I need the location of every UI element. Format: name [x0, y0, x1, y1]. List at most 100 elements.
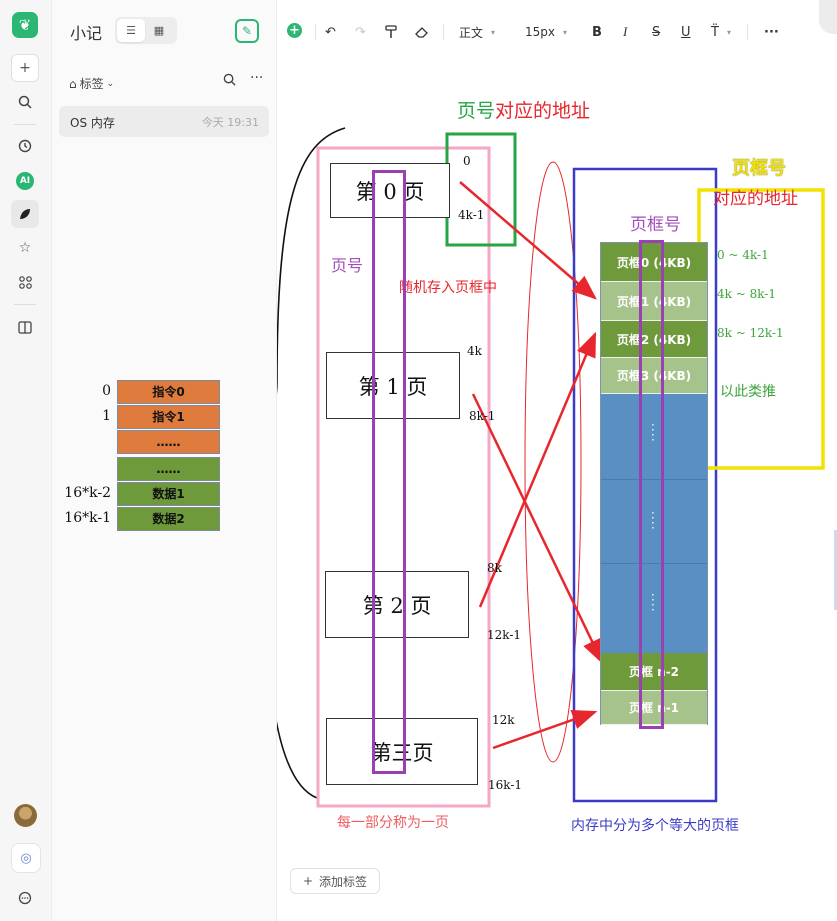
grid-view-icon[interactable]: ▦	[153, 24, 165, 37]
table-cell: ……	[117, 430, 220, 454]
chevron-down-icon: ⌄	[106, 78, 115, 89]
strikethrough-button[interactable]: S	[652, 24, 661, 40]
book-icon[interactable]	[11, 313, 39, 341]
address-label: 16k-1	[488, 778, 523, 792]
ai-icon[interactable]: AI	[11, 167, 39, 195]
random-store-label: 随机存入页框中	[399, 280, 497, 296]
font-size-select[interactable]: 15px ▾	[525, 22, 567, 42]
rail-divider	[14, 304, 36, 305]
add-tag-button[interactable]: + 添加标签	[290, 868, 380, 894]
address-label: 12k-1	[487, 628, 522, 642]
page-box: 第 1 页	[326, 352, 460, 419]
row-label: 16*k-2	[64, 485, 111, 501]
eraser-icon[interactable]	[415, 22, 429, 42]
font-size-value: 15px	[525, 25, 555, 39]
address-label: 4k	[467, 344, 482, 358]
frame-address-heading: 对应的地址	[713, 189, 798, 209]
bold-button[interactable]: B	[592, 24, 602, 40]
ellipsis-icon: ····	[651, 418, 655, 447]
chevron-down-icon: ▾	[563, 27, 568, 37]
app-logo-icon[interactable]: ❦	[12, 12, 38, 38]
frame-cell: 页框1 (4KB)	[601, 282, 707, 321]
insert-plus-icon[interactable]: +	[287, 23, 302, 38]
row-label: 1	[102, 408, 111, 424]
row-label: 16*k-1	[64, 510, 111, 526]
toolbar-divider	[443, 24, 444, 40]
page-highlight-bar	[372, 170, 406, 774]
address-heading: 对应的地址	[495, 100, 591, 122]
table-row: ……	[56, 430, 226, 454]
apps-icon[interactable]	[11, 268, 39, 296]
frame-divider	[601, 563, 707, 564]
table-row: 16*k-2 数据1	[56, 482, 226, 506]
table-row: 0 指令0	[56, 380, 226, 404]
avatar[interactable]	[14, 804, 37, 827]
table-cell: 数据1	[117, 482, 220, 506]
address-label: 8k-1	[469, 409, 496, 423]
text-effect-select[interactable]: T̈▾	[711, 22, 731, 42]
rail-divider	[14, 124, 36, 125]
ring-icon[interactable]: ◎	[11, 843, 41, 873]
toolbar-divider	[315, 24, 316, 40]
format-painter-icon[interactable]	[385, 22, 397, 42]
list-view-icon[interactable]: ☰	[117, 19, 145, 42]
more-icon[interactable]: ···	[250, 70, 264, 86]
address-label: 4k-1	[458, 208, 485, 222]
row-label: 0	[102, 383, 111, 399]
list-item[interactable]: OS 内存 今天 19:31	[59, 106, 269, 137]
frame-cell: 页框2 (4KB)	[601, 321, 707, 358]
page-number-label: 页号	[331, 256, 364, 275]
leaf-icon[interactable]	[11, 200, 39, 228]
clock-icon[interactable]	[11, 132, 39, 160]
table-row: 1 指令1	[56, 405, 226, 429]
undo-icon[interactable]: ↶	[325, 24, 336, 40]
ellipsis-icon: ····	[651, 506, 655, 535]
frame-cell: 页框 n-1	[601, 691, 707, 725]
table-cell: 数据2	[117, 507, 220, 531]
paragraph-style-value: 正文	[459, 25, 484, 40]
chevron-down-icon: ▾	[491, 27, 496, 37]
note-title: OS 内存	[70, 116, 115, 130]
table-cell: 指令0	[117, 380, 220, 404]
table-row: 16*k-1 数据2	[56, 507, 226, 531]
panel-title: 小记	[70, 24, 103, 43]
frame-range-label: 0 ~ 4k-1	[717, 248, 769, 262]
table-cell: ……	[117, 457, 220, 481]
ellipsis-icon: ····	[651, 588, 655, 617]
address-label: 0	[463, 154, 471, 168]
editor-toolbar: + ↶ ↷ 正文 ▾ 15px ▾ B I S U T̈▾ ···	[277, 0, 837, 62]
redo-icon[interactable]: ↷	[355, 24, 366, 40]
add-tag-label: 添加标签	[319, 874, 368, 889]
page-box: 第 0 页	[330, 163, 450, 218]
chat-icon[interactable]	[11, 884, 39, 912]
frame-number-label: 页框号	[630, 215, 681, 235]
page-number-heading: 页号	[457, 100, 496, 122]
panel-edge-tab[interactable]	[819, 0, 837, 34]
paragraph-style-select[interactable]: 正文 ▾	[459, 22, 495, 42]
new-note-icon[interactable]: ✎	[235, 19, 259, 43]
frame-cell: 页框0 (4KB)	[601, 243, 707, 282]
frame-caption: 内存中分为多个等大的页框	[571, 818, 739, 834]
table-row: ……	[56, 457, 226, 481]
frame-highlight-bar	[639, 240, 664, 729]
plus-icon[interactable]: +	[11, 54, 39, 82]
more-options-button[interactable]: ···	[764, 24, 779, 40]
underline-button[interactable]: U	[681, 24, 691, 40]
tag-icon: ⌂	[69, 76, 77, 91]
tag-filter[interactable]: ⌂ 标签 ⌄	[69, 75, 114, 92]
page-caption: 每一部分称为一页	[337, 815, 449, 831]
frame-cell: 页框3 (4KB)	[601, 358, 707, 394]
left-rail: ❦ + AI ☆ ◎	[0, 0, 52, 921]
chevron-down-icon: ▾	[726, 27, 731, 37]
frame-range-label: 8k ~ 12k-1	[717, 326, 784, 340]
plus-icon: +	[302, 874, 314, 888]
search-icon[interactable]	[11, 88, 39, 116]
search-icon[interactable]	[223, 73, 236, 90]
star-icon[interactable]: ☆	[18, 240, 32, 256]
table-cell: 指令1	[117, 405, 220, 429]
frame-range-label: 以此类推	[720, 384, 776, 400]
scroll-indicator[interactable]	[834, 530, 837, 610]
note-list-panel: 小记 ☰ ▦ ✎ ⌂ 标签 ⌄ ··· OS 内存 今天 19:31 0 指令0…	[52, 0, 277, 921]
view-toggle[interactable]: ☰ ▦	[115, 17, 177, 44]
italic-button[interactable]: I	[623, 24, 628, 39]
